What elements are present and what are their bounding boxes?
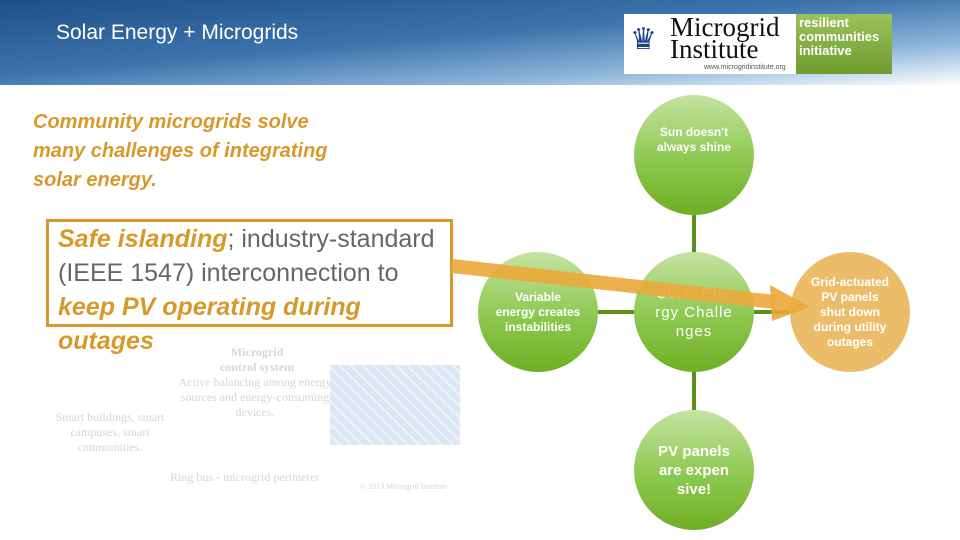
node-center: Solar Energy Challenges bbox=[634, 252, 754, 372]
logo-crown-icon: ♛ bbox=[630, 23, 657, 56]
node-bottom-label: PV panels are expensive! bbox=[658, 442, 730, 498]
callout-em1: Safe islanding bbox=[58, 225, 228, 253]
callout-body: ; industry-standard (IEEE 1547) intercon… bbox=[58, 225, 435, 287]
node-left: Variable energy creates instabilities bbox=[478, 252, 598, 372]
illus-copyright: © 2013 Microgrid Institute bbox=[360, 482, 447, 491]
logo-url: www.microgridinstitute.org bbox=[704, 64, 786, 71]
callout-text: Safe islanding; industry-standard (IEEE … bbox=[58, 222, 438, 358]
illus-desc: Active balancing among energy sources an… bbox=[178, 375, 332, 419]
illus-buildings: Smart buildings, smart campuses, smart c… bbox=[55, 410, 165, 454]
slide-title: Solar Energy + Microgrids bbox=[56, 21, 299, 44]
node-left-label: Variable energy creates instabilities bbox=[495, 289, 581, 334]
node-top-label: Sun doesn't always shine bbox=[656, 125, 732, 154]
solar-panels-image bbox=[330, 365, 460, 445]
illus-ring: Ring bus - microgrid perimeter bbox=[170, 470, 320, 484]
illus-label2: control system bbox=[220, 360, 295, 374]
callout-box bbox=[46, 219, 453, 327]
node-right-label: Grid-actuated PV panels shut down during… bbox=[810, 274, 889, 349]
callout-em2: keep PV operating during outages bbox=[58, 293, 361, 355]
logo-name-1: Microgrid bbox=[670, 12, 780, 42]
intro-text: Community microgrids solve many challeng… bbox=[33, 111, 328, 191]
logo-tagline: resilient communities initiative bbox=[796, 14, 892, 74]
illus-label1: Microgrid bbox=[230, 345, 284, 359]
node-bottom: PV panels are expensive! bbox=[634, 410, 754, 530]
node-right: Grid-actuated PV panels shut down during… bbox=[790, 252, 910, 372]
logo-name-2: Institute bbox=[670, 34, 759, 64]
node-top: Sun doesn't always shine bbox=[634, 95, 754, 215]
node-center-label: Solar Energy Challenges bbox=[655, 284, 733, 340]
